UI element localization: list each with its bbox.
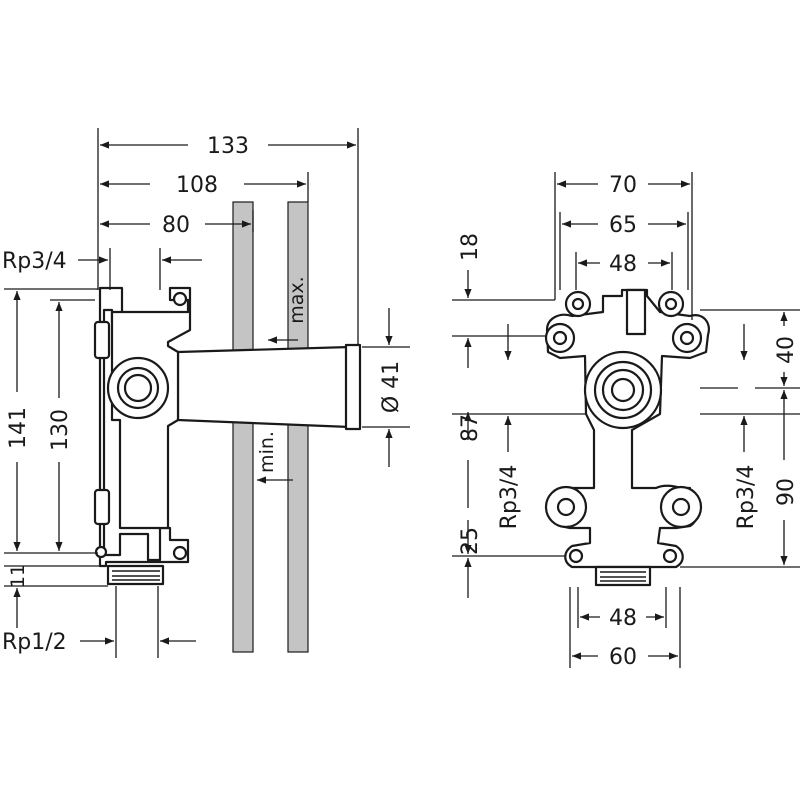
valve-body-side xyxy=(93,286,192,586)
dim-108: 108 xyxy=(176,173,218,198)
label-min: min. xyxy=(256,431,278,473)
outlet-pipe xyxy=(176,343,362,431)
front-view: 70 65 48 18 87 Rp3/4 25 Rp3/4 40 xyxy=(452,172,800,670)
label-rp34-front-right: Rp3/4 xyxy=(734,465,759,530)
dim-65: 65 xyxy=(609,213,637,238)
wall-bar-min xyxy=(232,201,254,653)
dim-90: 90 xyxy=(774,478,799,506)
dim-48-top: 48 xyxy=(609,252,637,277)
dim-48-bottom: 48 xyxy=(609,606,637,631)
label-rp34-front-left: Rp3/4 xyxy=(497,465,522,530)
dim-60: 60 xyxy=(609,645,637,670)
dim-70: 70 xyxy=(609,173,637,198)
valve-body-front xyxy=(544,288,710,587)
dim-80: 80 xyxy=(162,213,190,238)
side-view: 133 108 80 Rp3/4 141 130 11 Rp1/2 max. xyxy=(2,128,410,658)
dim-133: 133 xyxy=(207,134,249,159)
dim-diameter-41: Ø 41 xyxy=(379,361,404,413)
dim-18: 18 xyxy=(458,233,483,261)
dim-11: 11 xyxy=(7,564,29,588)
dim-25: 25 xyxy=(458,527,483,555)
dim-87: 87 xyxy=(458,414,483,442)
label-rp12-side: Rp1/2 xyxy=(2,630,67,655)
dim-141: 141 xyxy=(6,407,31,449)
label-rp34-side: Rp3/4 xyxy=(2,249,67,274)
wall-bar-max xyxy=(287,201,309,653)
label-max: max. xyxy=(286,276,308,323)
dim-40: 40 xyxy=(774,336,799,364)
dim-130: 130 xyxy=(48,409,73,451)
